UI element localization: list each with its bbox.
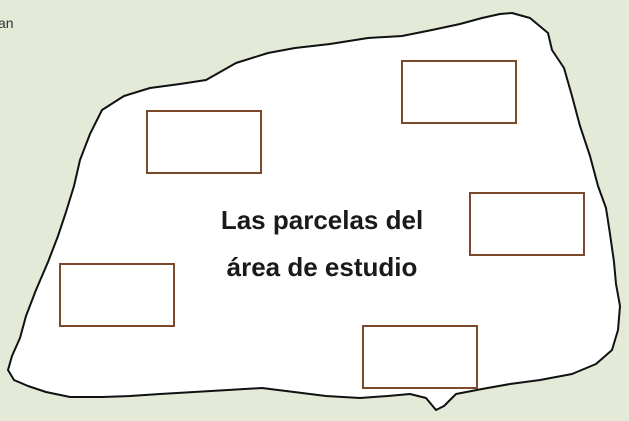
sample-plot-right [469,192,585,256]
sample-plot-bottom-left [59,263,175,327]
study-area-outline [7,12,621,411]
sample-plot-left [146,110,262,174]
area-label-line-1: Las parcelas del [221,205,423,235]
cropped-text-fragment: an [0,15,14,31]
area-label-line-2: área de estudio [227,252,418,282]
sample-plot-top-right [401,60,517,124]
sample-plot-bottom [362,325,478,389]
